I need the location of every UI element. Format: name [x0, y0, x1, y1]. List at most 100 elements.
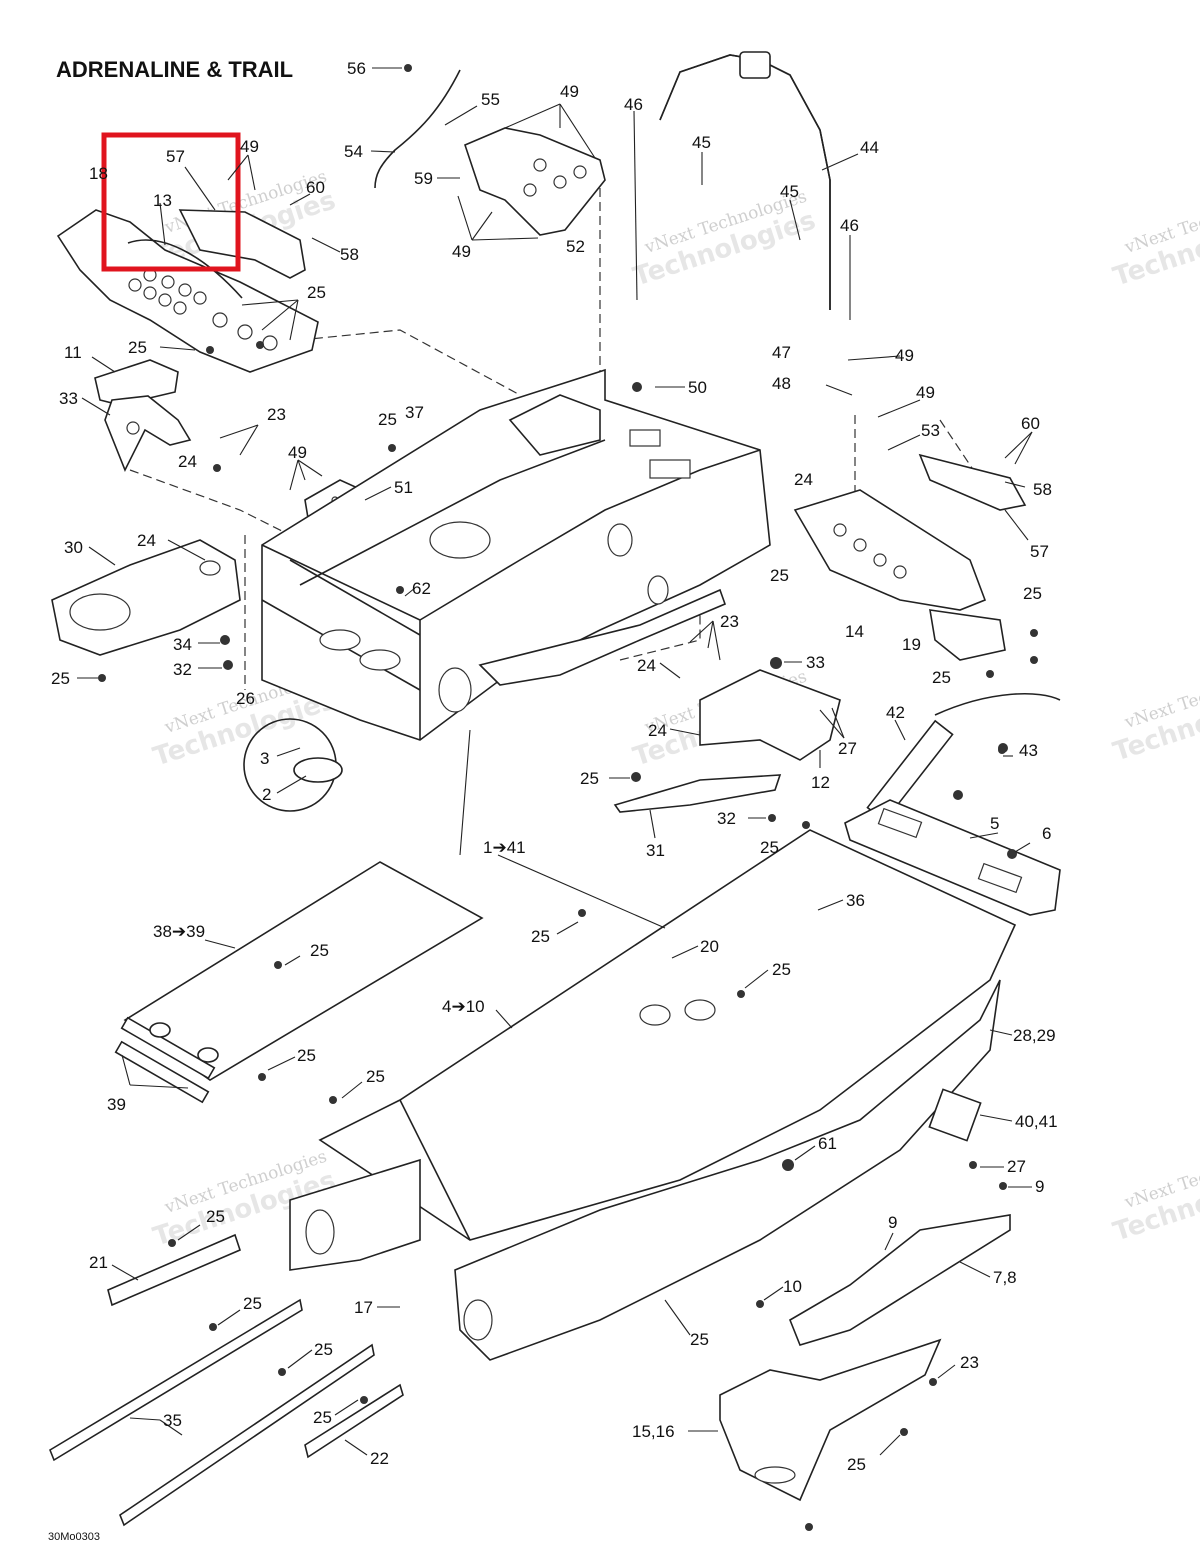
callout-5: 5	[990, 814, 999, 833]
callout-49: 49	[916, 383, 935, 402]
callout-33: 33	[59, 389, 78, 408]
callout-25: 25	[378, 410, 397, 429]
callout-23: 23	[720, 612, 739, 631]
callout-1-41: 1➔41	[483, 838, 526, 857]
callout-54: 54	[344, 142, 363, 161]
callout-38-39: 38➔39	[153, 922, 205, 941]
callout-2: 2	[262, 785, 271, 804]
skid-plate-holes	[128, 268, 278, 351]
callout-24: 24	[637, 656, 656, 675]
callout-6: 6	[1042, 824, 1051, 843]
right-footrest	[793, 453, 1027, 661]
callout-34: 34	[173, 635, 192, 654]
steering-support-bracket	[94, 359, 192, 472]
callout-14: 14	[845, 622, 864, 641]
tunnel	[289, 829, 1017, 1361]
callout-24: 24	[137, 531, 156, 550]
callout-23: 23	[960, 1353, 979, 1372]
fasteners	[98, 64, 1038, 1531]
callout-46: 46	[624, 95, 643, 114]
callout-10: 10	[783, 1277, 802, 1296]
callout-24: 24	[178, 452, 197, 471]
callout-4-10: 4➔10	[442, 997, 485, 1016]
callout-19: 19	[902, 635, 921, 654]
callout-13: 13	[153, 191, 172, 210]
callout-labels: 56 55 49 54 59 52 49 46 45 44 45 46 18 5…	[51, 59, 1058, 1474]
leader-lines	[77, 67, 1033, 1456]
callout-32: 32	[717, 809, 736, 828]
callout-24: 24	[794, 470, 813, 489]
callout-49: 49	[452, 242, 471, 261]
callout-25: 25	[1023, 584, 1042, 603]
callout-25: 25	[847, 1455, 866, 1474]
assembly-guide-lines	[129, 160, 1001, 1080]
front-skid-plate	[56, 209, 319, 373]
callout-25: 25	[314, 1340, 333, 1359]
callout-45: 45	[692, 133, 711, 152]
callout-25: 25	[313, 1408, 332, 1427]
callout-3: 3	[260, 749, 269, 768]
callout-61: 61	[818, 1134, 837, 1153]
callout-49: 49	[895, 346, 914, 365]
diagram-title: ADRENALINE & TRAIL	[56, 57, 293, 82]
callout-37: 37	[405, 403, 424, 422]
callout-25: 25	[580, 769, 599, 788]
front-cover-plate	[51, 539, 241, 656]
callout-25: 25	[297, 1046, 316, 1065]
callout-9: 9	[888, 1213, 897, 1232]
callout-9: 9	[1035, 1177, 1044, 1196]
callout-48: 48	[772, 374, 791, 393]
callout-53: 53	[921, 421, 940, 440]
grip-and-plate	[844, 692, 1061, 916]
callout-52: 52	[566, 237, 585, 256]
callout-57: 57	[166, 147, 185, 166]
callout-28-29: 28,29	[1013, 1026, 1056, 1045]
callout-24: 24	[648, 721, 667, 740]
drawing-code: 30Mo0303	[48, 1531, 100, 1543]
rails	[49, 1233, 404, 1527]
callout-22: 22	[370, 1449, 389, 1468]
callout-18: 18	[89, 164, 108, 183]
callout-35: 35	[163, 1411, 182, 1430]
callout-25: 25	[307, 283, 326, 302]
callout-43: 43	[1019, 741, 1038, 760]
callout-27: 27	[1007, 1157, 1026, 1176]
highlight-box	[101, 132, 241, 272]
callout-17: 17	[354, 1298, 373, 1317]
callout-33: 33	[806, 653, 825, 672]
callout-25: 25	[310, 941, 329, 960]
callout-25: 25	[51, 669, 70, 688]
callout-42: 42	[886, 703, 905, 722]
callout-25: 25	[772, 960, 791, 979]
callout-20: 20	[700, 937, 719, 956]
rear-grab-handle	[659, 51, 831, 310]
callout-50: 50	[688, 378, 707, 397]
callout-11: 11	[64, 343, 82, 362]
callout-49: 49	[240, 137, 259, 156]
callout-46: 46	[840, 216, 859, 235]
callout-49: 49	[560, 82, 579, 101]
callout-60: 60	[1021, 414, 1040, 433]
callout-40-41: 40,41	[1015, 1112, 1058, 1131]
callout-56: 56	[347, 59, 366, 78]
callout-57: 57	[1030, 542, 1049, 561]
bracket-12	[613, 669, 841, 813]
callout-47: 47	[772, 343, 791, 362]
callout-12: 12	[811, 773, 830, 792]
callout-21: 21	[89, 1253, 108, 1272]
callout-58: 58	[340, 245, 359, 264]
main-chassis-frame	[261, 368, 771, 741]
callout-32: 32	[173, 660, 192, 679]
callout-25: 25	[690, 1330, 709, 1349]
callout-30: 30	[64, 538, 83, 557]
callout-58: 58	[1033, 480, 1052, 499]
callout-59: 59	[414, 169, 433, 188]
callout-44: 44	[860, 138, 879, 157]
callout-25: 25	[128, 338, 147, 357]
callout-49: 49	[288, 443, 307, 462]
callout-25: 25	[366, 1067, 385, 1086]
callout-25: 25	[206, 1207, 225, 1226]
running-board	[719, 1088, 1011, 1502]
callout-23: 23	[267, 405, 286, 424]
